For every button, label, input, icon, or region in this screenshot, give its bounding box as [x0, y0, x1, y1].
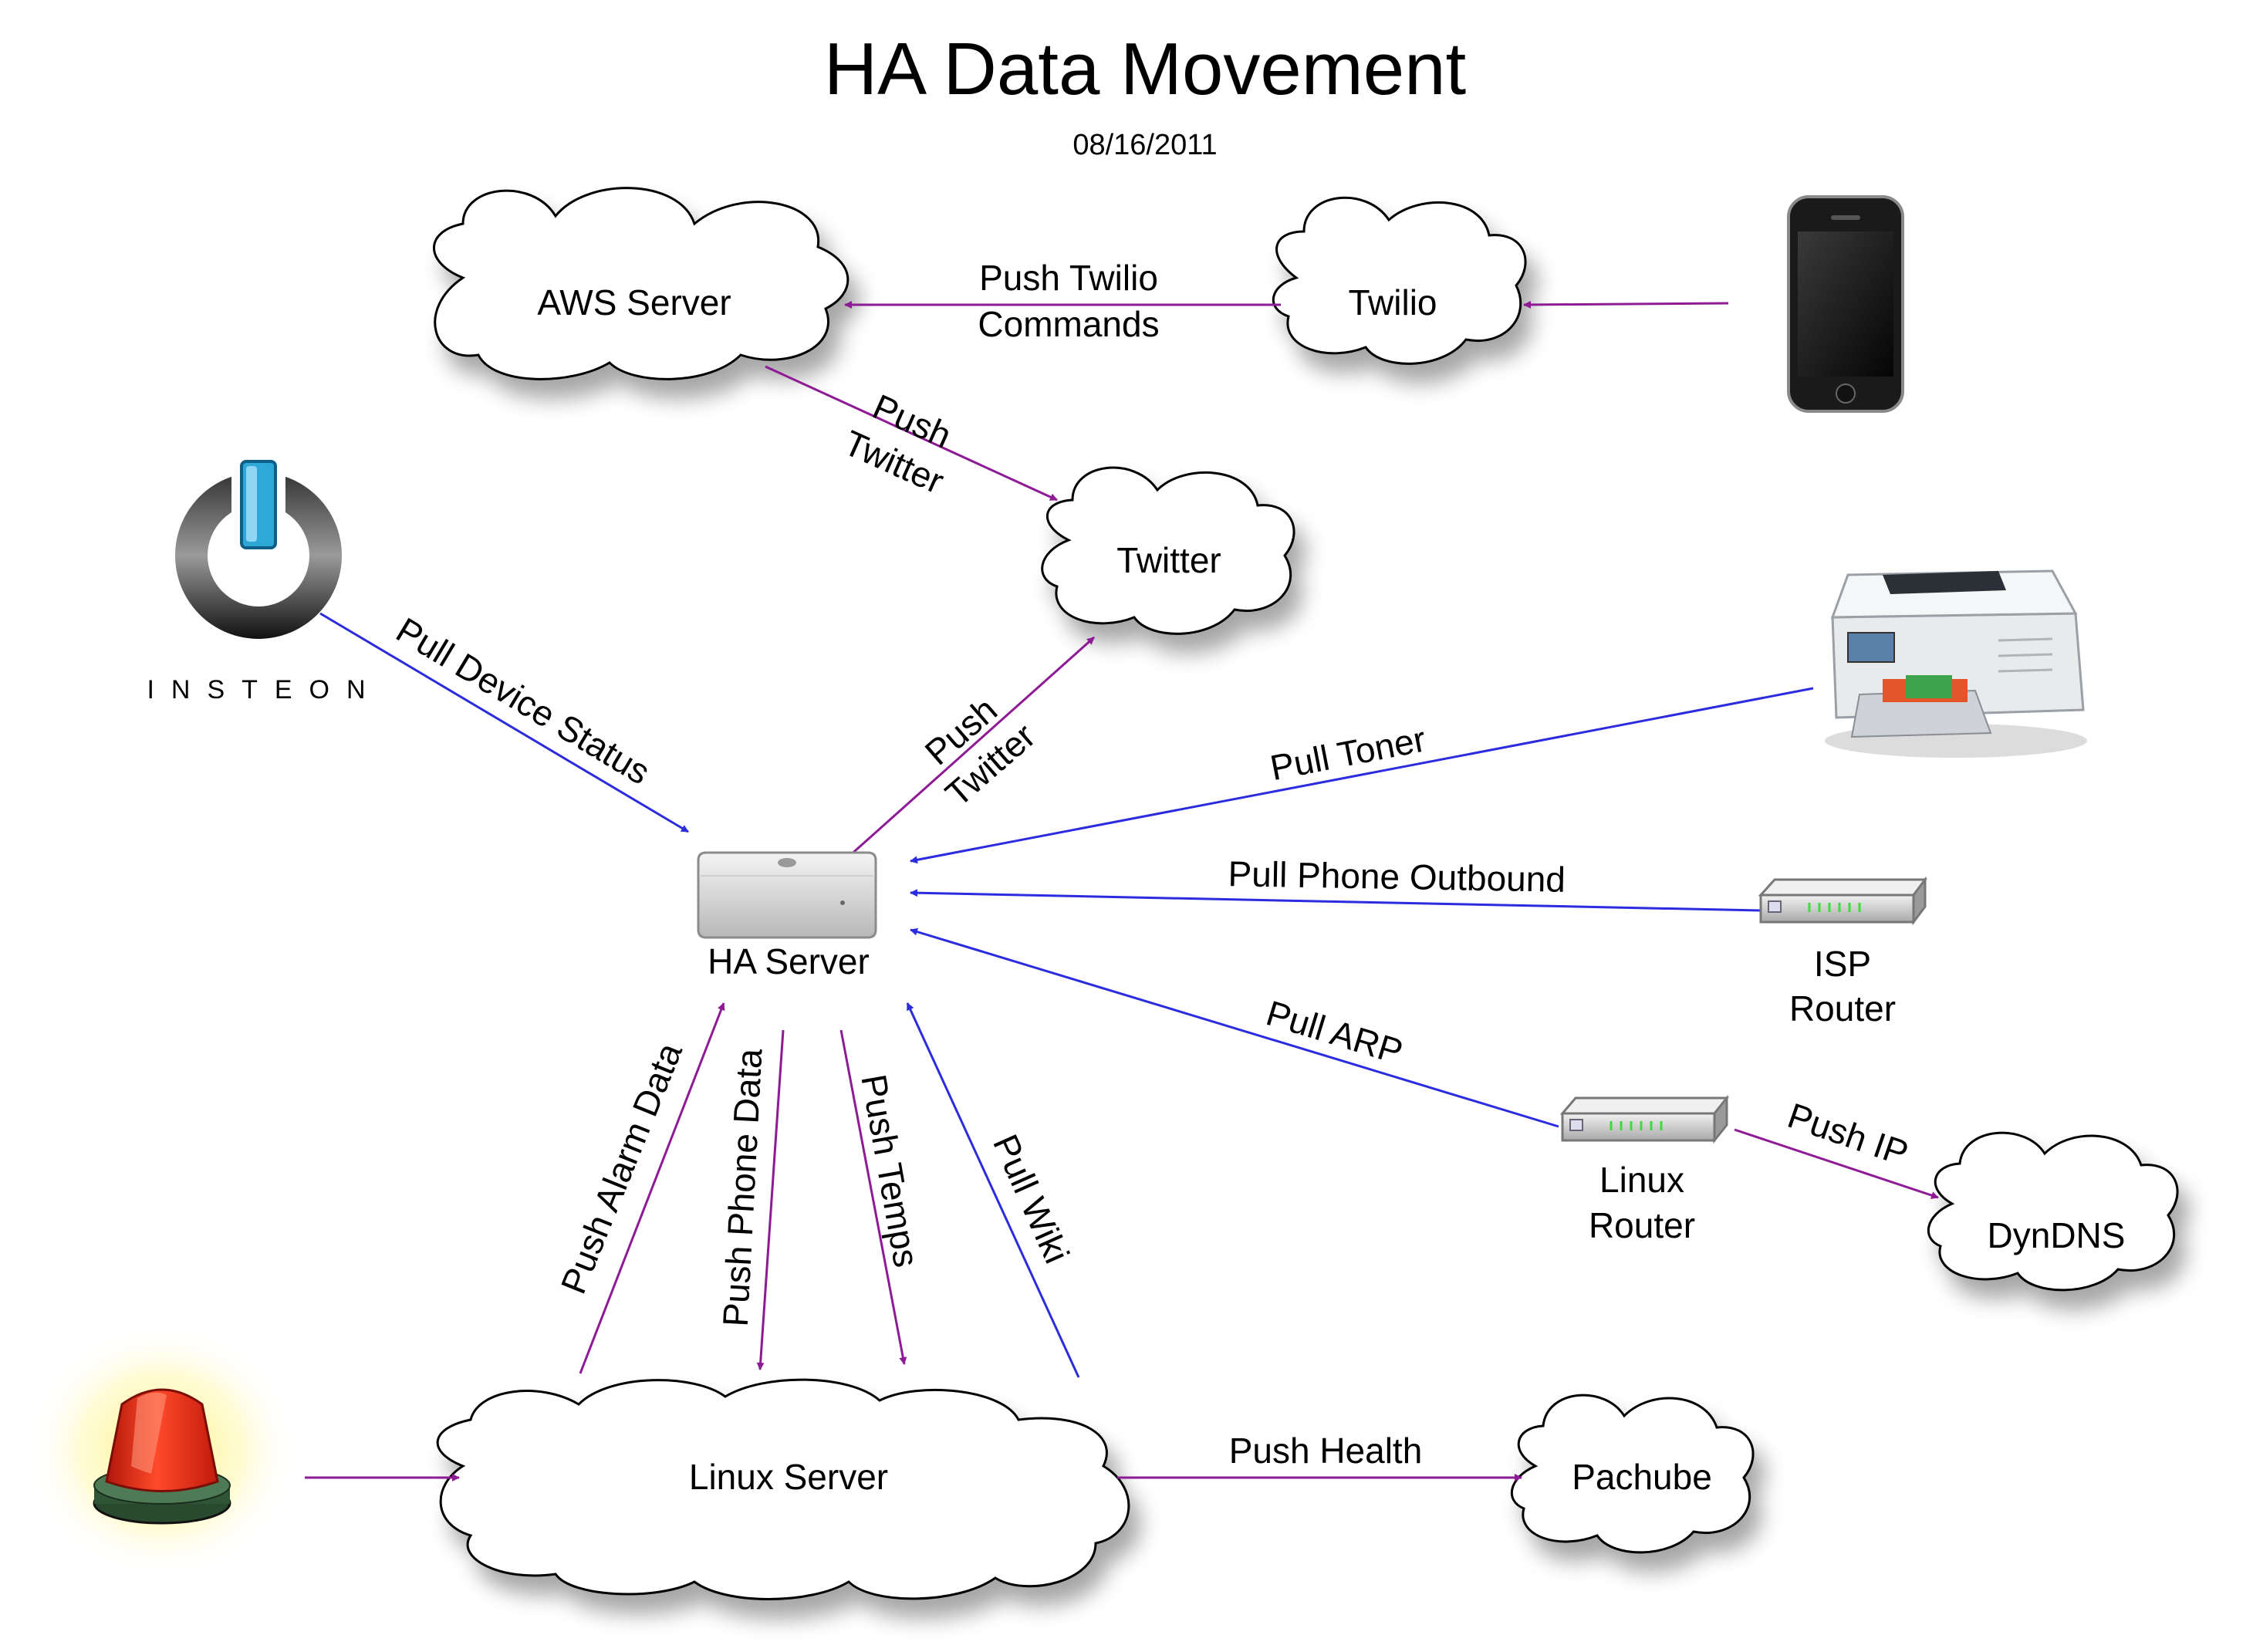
edge-insteon-to-ha: [319, 612, 689, 833]
diagram-title: HA Data Movement: [824, 28, 1466, 110]
label-pull-arp: Pull ARP: [1262, 992, 1407, 1072]
twilio-label: Twilio: [1348, 282, 1437, 323]
isp-router-label-line1: ISP: [1814, 944, 1871, 984]
insteon-power-icon: [175, 455, 342, 639]
edge-router-to-dyndns: [1734, 1128, 1939, 1199]
cloud-aws-server: [433, 187, 850, 380]
cloud-twitter: [1041, 466, 1295, 635]
edge-ha-to-twitter: [848, 636, 1095, 858]
alarm-beacon-icon: [27, 1323, 297, 1578]
edges: [305, 300, 1939, 1481]
label-pull-wiki: Pull Wiki: [985, 1128, 1077, 1269]
pachube-label: Pachube: [1572, 1457, 1712, 1497]
label-push-alarm-data: Push Alarm Data: [552, 1037, 690, 1299]
router-icon: [1559, 1094, 1730, 1144]
insteon-logo-text: INSTEON: [147, 675, 382, 704]
edge-phone-to-twilio: [1523, 300, 1729, 309]
linux-server-label: Linux Server: [689, 1457, 888, 1497]
cloud-twilio: [1272, 196, 1527, 365]
smartphone-icon: [1787, 195, 1904, 413]
diagram-date: 08/16/2011: [1072, 129, 1217, 161]
edge-ha-to-linux-phone: [756, 1029, 785, 1370]
label-push-temps: Push Temps: [853, 1071, 927, 1269]
edge-linux-to-ha-alarm: [579, 1002, 725, 1374]
edge-aws-to-twitter: [765, 365, 1058, 502]
aws-server-label: AWS Server: [537, 282, 731, 323]
printer-icon: [1825, 569, 2087, 758]
edge-printer-to-ha: [910, 687, 1814, 864]
label-push-phone-data: Push Phone Data: [715, 1047, 770, 1327]
isp-router-label-line2: Router: [1789, 988, 1896, 1029]
label-pull-device-status: Pull Device Status: [390, 610, 657, 792]
label-push-twilio-line2: Commands: [978, 304, 1159, 344]
edge-isp-router-to-ha: [910, 889, 1762, 912]
edge-labels: Push Twilio Commands Push Twitter Push T…: [390, 258, 1914, 1471]
edge-linux-to-ha-wiki: [906, 1002, 1080, 1378]
label-push-twilio-line1: Push Twilio: [979, 258, 1158, 298]
cloud-pachube: [1510, 1394, 1755, 1554]
dyndns-label: DynDNS: [1988, 1215, 2126, 1255]
edge-ha-to-linux-temps: [839, 1029, 907, 1365]
label-pull-phone-outbound: Pull Phone Outbound: [1228, 853, 1566, 900]
linux-router-label-line1: Linux: [1599, 1160, 1684, 1200]
mac-mini-icon: [697, 851, 877, 939]
router-icon: [1758, 876, 1927, 926]
edge-linux-router-to-ha: [910, 927, 1559, 1128]
twitter-label: Twitter: [1116, 540, 1221, 580]
label-push-ip: Push IP: [1783, 1095, 1914, 1174]
linux-router-label-line2: Router: [1589, 1205, 1695, 1245]
cloud-linux-server: [436, 1378, 1130, 1600]
label-push-health: Push Health: [1229, 1431, 1423, 1471]
cloud-dyndns: [1927, 1131, 2179, 1292]
ha-server-label: HA Server: [708, 941, 870, 981]
